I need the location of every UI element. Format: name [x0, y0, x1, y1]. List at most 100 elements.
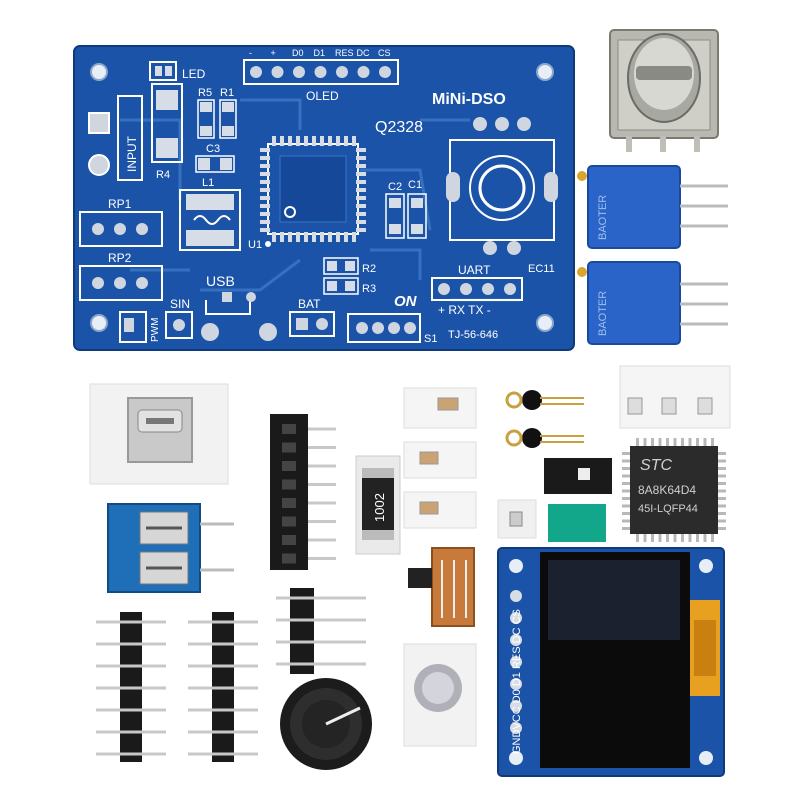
mcu-pad — [260, 204, 270, 208]
mcu-pad — [260, 228, 270, 232]
oled-module-pin — [510, 612, 522, 624]
mcu-pad — [304, 232, 308, 242]
header-socket — [282, 442, 296, 453]
rp2-label: RP2 — [108, 251, 132, 265]
mcu-pad — [260, 196, 270, 200]
oled-header-hole — [314, 66, 327, 78]
chip-pin — [716, 497, 726, 500]
slide-switch — [408, 547, 475, 627]
mcu-pad — [356, 156, 366, 160]
usb-label: USB — [206, 273, 235, 289]
mcu-pad — [288, 232, 292, 242]
chip-pin — [658, 532, 662, 542]
mcu-pad — [356, 180, 366, 184]
mcu-pad — [288, 136, 292, 146]
u1-label: U1 — [248, 239, 262, 251]
chip-pin — [622, 519, 632, 523]
header-socket — [282, 535, 296, 545]
mcu-pad — [356, 228, 366, 232]
r4-label: R4 — [156, 169, 170, 181]
mcu-pad — [336, 232, 340, 242]
mcu-pad — [260, 212, 270, 216]
chip-pin — [688, 438, 692, 448]
led-label: LED — [182, 67, 206, 81]
pin-header-1 — [96, 612, 166, 762]
mcu-pad — [356, 204, 366, 208]
mcu-pad — [260, 164, 270, 168]
oled-pin-labels: GNDVCC D0 D1 RES DC CS — [511, 609, 523, 754]
mcu-pad — [260, 220, 270, 224]
chip-pin — [716, 452, 726, 455]
chip-pin — [716, 512, 726, 515]
chip-pin — [711, 532, 714, 542]
oled-header-hole — [357, 66, 370, 78]
chip-pin — [716, 489, 726, 493]
trimpot-brand-2: BAOTER — [597, 291, 609, 336]
mcu-footprint — [260, 136, 366, 242]
ec11-label: EC11 — [528, 263, 555, 275]
mcu-pad — [352, 232, 356, 242]
mcu-pad — [320, 232, 324, 242]
trimpot-1: BAOTER — [577, 165, 728, 249]
chip-pin — [622, 527, 632, 530]
oled-pin-label: D0 — [292, 48, 304, 58]
chip-pin — [622, 474, 632, 478]
oled-pin-label: DC — [357, 48, 370, 58]
mcu-pad — [356, 196, 366, 200]
oled-module-pin — [510, 634, 522, 646]
r3-label: R3 — [362, 283, 376, 295]
resistor-code: 1002 — [372, 493, 387, 522]
chip-pin — [658, 438, 662, 448]
rotary-encoder — [609, 29, 719, 152]
mcu-pad — [328, 136, 332, 146]
mcu-pad — [356, 172, 366, 176]
mcu-pad — [304, 136, 308, 146]
s1-label: S1 — [424, 333, 437, 345]
leds — [505, 390, 584, 448]
oled-module-pin — [510, 678, 522, 690]
mcu-pad — [336, 136, 340, 146]
oled-pin-label: CS — [378, 48, 391, 58]
chip-pin — [636, 532, 639, 542]
oled-module: GNDVCC D0 D1 RES DC CS — [497, 547, 725, 777]
mcu-pad — [260, 188, 270, 192]
mcu-package: 45I-LQFP44 — [638, 503, 698, 515]
chip-code: Q2328 — [375, 119, 423, 136]
r1-label: R1 — [220, 87, 234, 99]
mcu-pad — [328, 232, 332, 242]
trimpot-2: BAOTER — [577, 261, 728, 345]
micro-usb-connector — [89, 383, 229, 485]
mcu-pad — [272, 136, 276, 146]
female-header — [270, 414, 336, 570]
crystal-part — [403, 643, 477, 747]
c1-label: C1 — [408, 179, 422, 191]
ec11-footprint — [446, 117, 558, 255]
mcu-pad — [296, 136, 300, 146]
bat-label: BAT — [298, 297, 321, 311]
header-socket — [282, 498, 296, 508]
chip-pin — [666, 532, 669, 542]
chip-pin — [711, 438, 714, 448]
l1-label: L1 — [202, 177, 214, 189]
power-resistor: 1002 — [355, 455, 401, 555]
oled-header-hole — [250, 66, 262, 78]
chip-pin — [622, 467, 632, 470]
mcu-pad — [356, 212, 366, 216]
chip-pin — [716, 459, 726, 463]
header-socket — [282, 553, 296, 564]
rp1-label: RP1 — [108, 197, 132, 211]
mcu-pad — [356, 148, 366, 152]
mcu-pad — [272, 232, 276, 242]
teal-component — [548, 504, 606, 542]
pcb-title: MiNi-DSO — [432, 91, 506, 108]
header-socket — [282, 479, 296, 490]
on-label: ON — [394, 293, 418, 310]
mcu-pad — [296, 232, 300, 242]
chip-pin — [703, 532, 707, 542]
pin-header-3 — [276, 588, 366, 674]
chip-pin — [716, 504, 726, 508]
r5-label: R5 — [198, 87, 212, 99]
oled-header-hole — [271, 66, 284, 78]
mcu-pad — [320, 136, 324, 146]
